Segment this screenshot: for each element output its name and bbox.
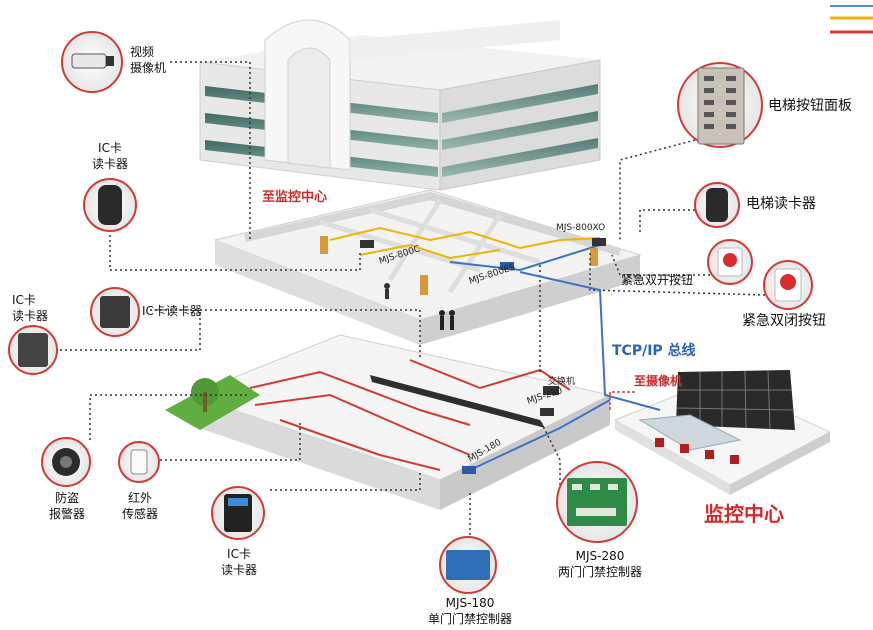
- device-label-switch: 交换机: [548, 375, 575, 387]
- ic-reader-top-label: IC卡读卡器: [91, 141, 128, 171]
- corner-accent-lines: [830, 5, 873, 34]
- elevator-panel-label: 电梯按钮面板: [768, 98, 852, 114]
- to-monitor-center-label: 至监控中心: [262, 190, 328, 205]
- monitor-center-title: 监控中心: [704, 502, 784, 526]
- emergency-open-button-icon: [707, 239, 753, 285]
- infrared-sensor-icon: [118, 441, 160, 483]
- upper-building: [199, 19, 601, 191]
- lower-floor: 交换机 MJS-280 MJS-180: [165, 334, 612, 510]
- monitor-room: [613, 369, 832, 495]
- elevator-reader-icon: [694, 182, 740, 228]
- mjs180-controller-icon: [439, 536, 497, 594]
- infrared-label: 红外传感器: [121, 491, 158, 521]
- ic-card-reader-icon-mid: [90, 287, 140, 337]
- alarm-siren-icon: [41, 437, 91, 487]
- camera-label: 视频摄像机: [130, 45, 167, 75]
- emergency-close-label: 紧急双闭按钮: [742, 313, 826, 329]
- ic-card-reader-icon-top: [83, 178, 137, 232]
- ic-reader-mid-label: IC卡读卡器: [142, 304, 202, 318]
- to-camera-label: 至摄像机: [634, 374, 683, 388]
- camera-icon: [61, 31, 123, 93]
- middle-floor: MJS-800XO MJS-800C MJS-800ES: [213, 189, 642, 345]
- ic-card-reader-icon-bottom: [211, 486, 265, 540]
- tcpip-bus-label: TCP/IP 总线: [612, 343, 696, 359]
- tcpip-bus-line: [519, 271, 661, 411]
- emergency-open-label: 紧急双开按钮: [621, 273, 694, 287]
- device-label-mjs800xo: MJS-800XO: [556, 223, 605, 233]
- emergency-close-button-icon: [763, 260, 813, 310]
- ic-reader-left-label: IC卡读卡器: [12, 293, 49, 323]
- ic-card-reader-icon-left: [8, 325, 58, 375]
- mjs280-controller-icon: [556, 461, 638, 543]
- elevator-panel-icon: [677, 62, 763, 148]
- ic-reader-bottom-label: IC卡读卡器: [220, 547, 257, 577]
- to-camera-line: [609, 391, 635, 410]
- alarm-label: 防盗报警器: [48, 491, 85, 521]
- elevator-reader-label: 电梯读卡器: [746, 196, 816, 212]
